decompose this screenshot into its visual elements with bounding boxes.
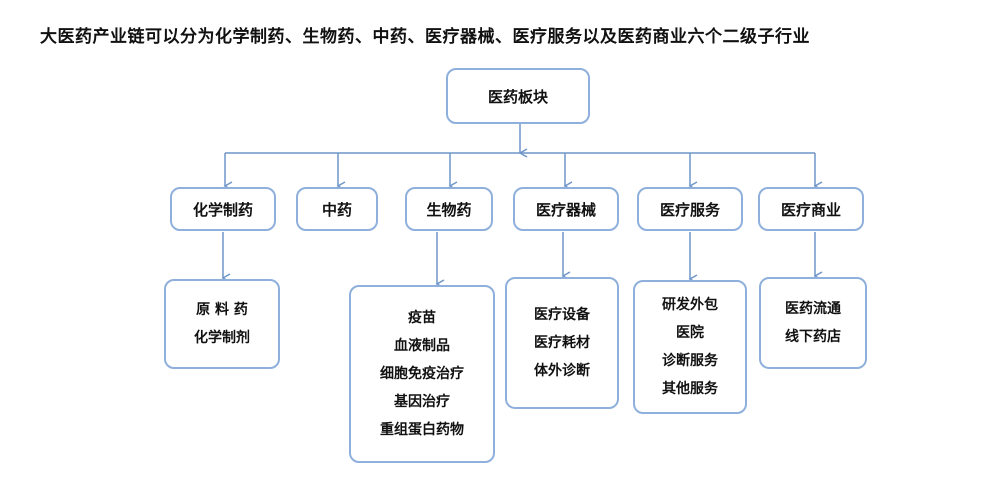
detail-item: 细胞免疫治疗 xyxy=(380,366,464,382)
category-node-huaxue: 化学制药 xyxy=(170,187,276,231)
diagram-title: 大医药产业链可以分为化学制药、生物药、中药、医疗器械、医疗服务以及医药商业六个二… xyxy=(40,27,810,47)
detail-item: 医药流通 xyxy=(785,301,841,317)
detail-node-shangye: 医药流通 线下药店 xyxy=(759,277,867,369)
category-label: 医疗服务 xyxy=(659,200,720,219)
detail-node-qixie: 医疗设备 医疗耗材 体外诊断 xyxy=(505,277,619,409)
category-label: 生物药 xyxy=(426,200,472,219)
detail-item: 线下药店 xyxy=(785,329,841,345)
detail-item: 医疗耗材 xyxy=(534,335,590,351)
detail-item: 重组蛋白药物 xyxy=(380,422,464,438)
detail-item: 原 料 药 xyxy=(196,302,248,318)
detail-item: 体外诊断 xyxy=(534,363,590,379)
detail-item: 疫苗 xyxy=(408,310,436,326)
category-node-shangye: 医疗商业 xyxy=(758,187,864,231)
category-node-fuwu: 医疗服务 xyxy=(637,187,743,231)
detail-item: 血液制品 xyxy=(394,338,450,354)
detail-item: 医院 xyxy=(676,325,704,341)
category-label: 中药 xyxy=(321,200,352,219)
detail-item: 基因治疗 xyxy=(394,394,450,410)
detail-item: 诊断服务 xyxy=(662,353,718,369)
detail-item: 其他服务 xyxy=(662,381,718,397)
detail-node-fuwu: 研发外包 医院 诊断服务 其他服务 xyxy=(633,280,747,414)
root-node-label: 医药板块 xyxy=(487,87,548,106)
detail-item: 化学制剂 xyxy=(194,330,250,346)
detail-node-shengwu: 疫苗 血液制品 细胞免疫治疗 基因治疗 重组蛋白药物 xyxy=(349,285,495,463)
category-node-shengwu: 生物药 xyxy=(405,187,493,231)
detail-item: 医疗设备 xyxy=(534,307,590,323)
category-label: 医疗商业 xyxy=(780,200,841,219)
category-label: 医疗器械 xyxy=(535,200,596,219)
detail-node-huaxue: 原 料 药 化学制剂 xyxy=(164,279,280,369)
root-node: 医药板块 xyxy=(446,68,590,124)
detail-item: 研发外包 xyxy=(662,297,718,313)
category-node-qixie: 医疗器械 xyxy=(513,187,619,231)
category-label: 化学制药 xyxy=(192,200,253,219)
category-node-zhongyao: 中药 xyxy=(296,187,378,231)
